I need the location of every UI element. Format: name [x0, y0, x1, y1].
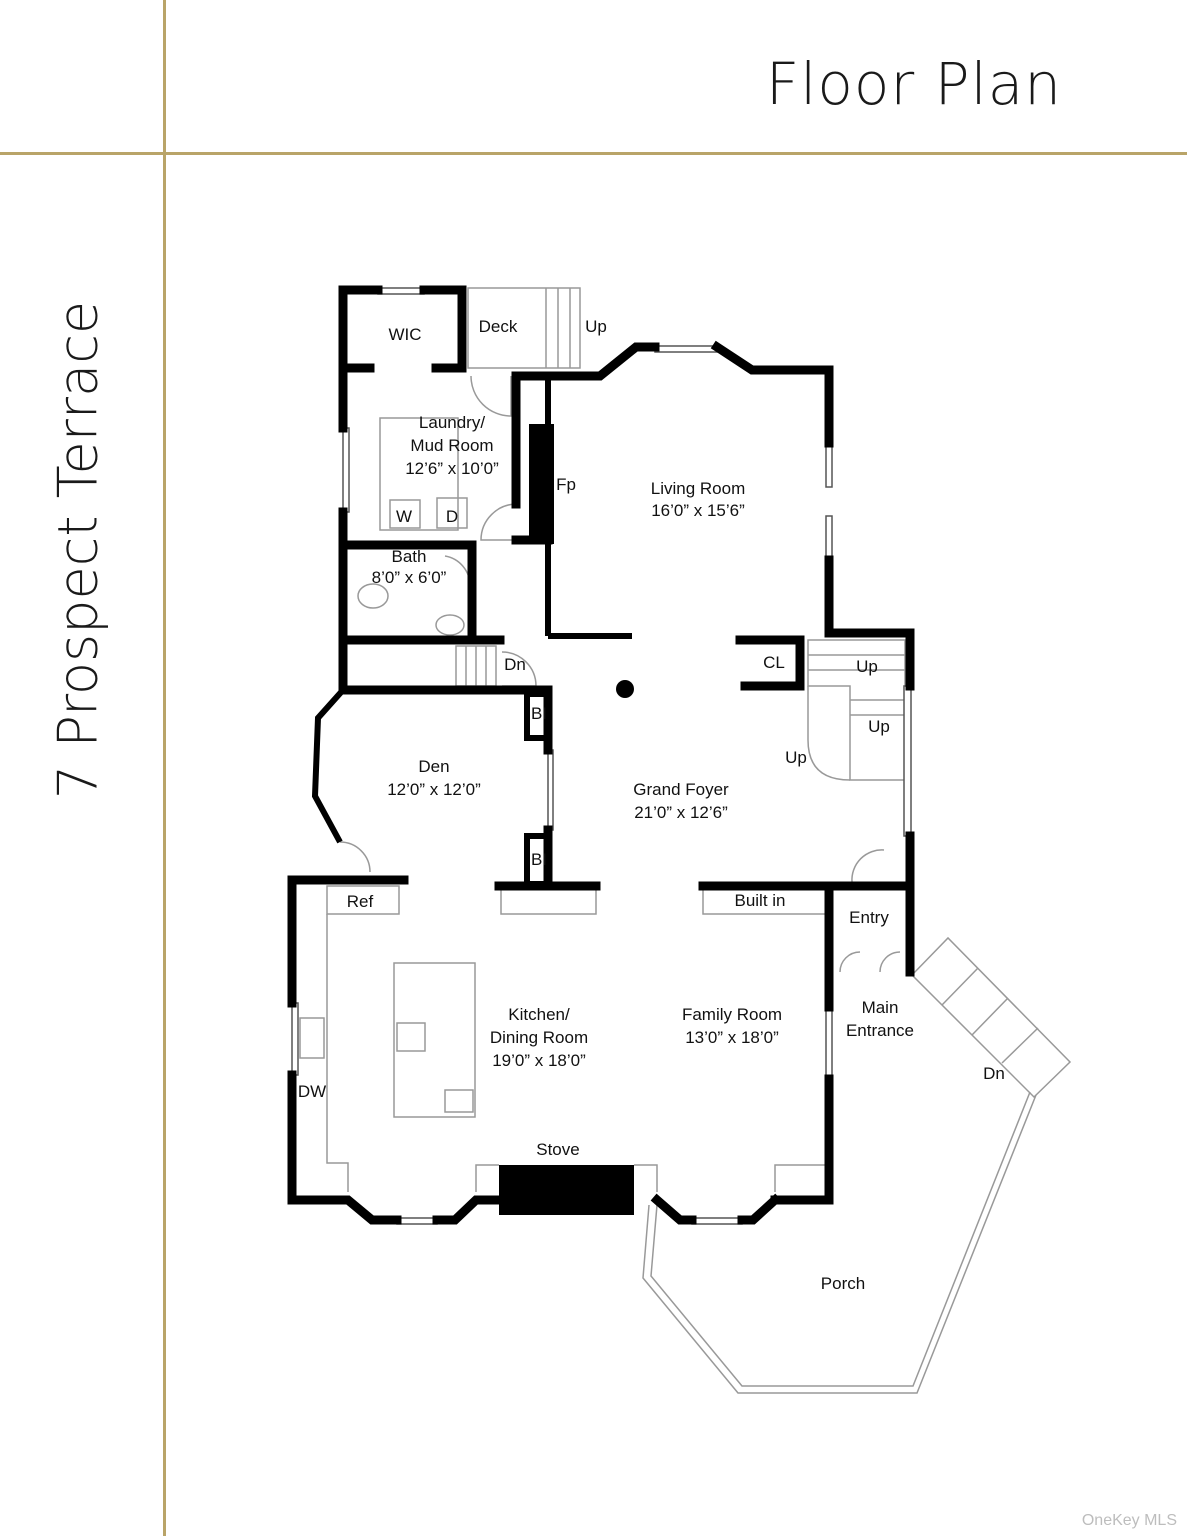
closet-label: CL — [763, 653, 785, 672]
porch-stairs-down-label: Dn — [983, 1064, 1005, 1083]
washer-label: W — [396, 507, 412, 526]
den-dims: 12’0” x 12’0” — [387, 780, 481, 799]
page-title: Floor Plan — [765, 50, 1062, 118]
kitchen-island — [393, 962, 476, 1118]
grand-foyer-dims: 21’0” x 12’6” — [634, 803, 728, 822]
stove-label: Stove — [536, 1140, 579, 1159]
exterior-walls — [287, 285, 915, 1225]
windows — [291, 287, 912, 1225]
deck-up-label: Up — [585, 317, 607, 336]
laundry-label-2: Mud Room — [410, 436, 493, 455]
toilet — [357, 583, 389, 609]
solid-fills — [499, 424, 634, 1215]
laundry-dims: 12’6” x 10’0” — [405, 459, 499, 478]
ref-label: Ref — [347, 892, 374, 911]
bath-label: Bath — [392, 547, 427, 566]
watermark: OneKey MLS — [1081, 1512, 1177, 1529]
stair-up-label-2: Up — [868, 717, 890, 736]
porch-stairs — [910, 936, 1072, 1099]
kitchen-dims: 19’0” x 18’0” — [492, 1051, 586, 1070]
stair-up-label-1: Up — [856, 657, 878, 676]
column — [616, 680, 634, 698]
kitchen-sink — [299, 1017, 325, 1059]
built-in-label-2: BI — [531, 850, 547, 869]
gold-vertical-rule — [163, 0, 166, 1536]
dishwasher-label: DW — [298, 1082, 326, 1101]
laundry-counter — [379, 417, 459, 531]
dryer-label: D — [446, 507, 458, 526]
grand-foyer-label: Grand Foyer — [633, 780, 729, 799]
stair-down-label: Dn — [504, 655, 526, 674]
fireplace-block — [529, 424, 554, 544]
room-labels: WIC Deck Up Laundry/ Mud Room 12’6” x 10… — [298, 317, 1005, 1293]
fireplace-label: Fp — [556, 475, 576, 494]
family-room-label: Family Room — [682, 1005, 782, 1024]
bath-dims: 8’0” x 6’0” — [372, 568, 447, 587]
deck-outline — [467, 287, 581, 369]
built-in-label: Built in — [734, 891, 785, 910]
built-in-label-1: BI — [531, 704, 547, 723]
wic-label: WIC — [388, 325, 421, 344]
stair-up-label-3: Up — [785, 748, 807, 767]
den-label: Den — [418, 757, 449, 776]
porch-label: Porch — [821, 1274, 865, 1293]
fixtures — [299, 287, 1072, 1394]
ref-counter — [326, 885, 400, 915]
kitchen-label-2: Dining Room — [490, 1028, 588, 1047]
living-room-dims: 16’0” x 15’6” — [651, 501, 745, 520]
kitchen-label-1: Kitchen/ — [508, 1005, 570, 1024]
stove-hearth — [499, 1165, 634, 1215]
porch-outline — [642, 1094, 1037, 1394]
family-room-dims: 13’0” x 18’0” — [685, 1028, 779, 1047]
main-entrance-label-1: Main — [862, 998, 899, 1017]
deck-label: Deck — [479, 317, 518, 336]
main-entrance-label-2: Entrance — [846, 1021, 914, 1040]
door-swing — [470, 375, 512, 417]
bath-sink — [435, 614, 465, 636]
laundry-label-1: Laundry/ — [419, 413, 485, 432]
gold-horizontal-rule — [0, 152, 1187, 155]
living-room-label: Living Room — [651, 479, 746, 498]
entry-label: Entry — [849, 908, 889, 927]
